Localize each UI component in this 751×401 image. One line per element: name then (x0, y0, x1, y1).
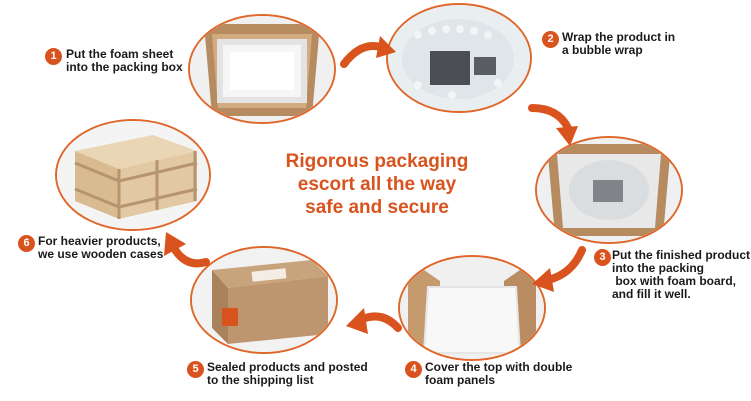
step-3-photo (535, 136, 683, 244)
step-6-caption: For heavier products, we use wooden case… (38, 234, 164, 261)
step-4-badge: 4 (405, 361, 422, 378)
step-1-caption: Put the foam sheet into the packing box (66, 47, 183, 74)
step-5-badge: 5 (187, 361, 204, 378)
step-2-badge: 2 (542, 31, 559, 48)
step-2-photo (386, 3, 532, 113)
box-with-wrapped-product-icon (537, 138, 681, 242)
step-2-caption: Wrap the product in a bubble wrap (562, 30, 676, 57)
wooden-case-icon (57, 121, 209, 229)
arrow-2-to-3-icon (528, 104, 578, 146)
step-4-photo (398, 255, 546, 361)
sealed-carton-icon (192, 248, 336, 352)
arrow-3-to-4-icon (532, 246, 586, 292)
step-6-photo (55, 119, 211, 231)
headline-line-3: safe and secure (305, 197, 449, 218)
arrow-1-to-2-icon (340, 36, 396, 68)
headline-line-2: escort all the way (297, 174, 457, 195)
arrow-5-to-6-icon (164, 232, 210, 268)
box-with-foam-sheet-icon (190, 16, 334, 122)
arrow-4-to-5-icon (346, 308, 402, 334)
step-4-caption: Cover the top with double foam panels (425, 360, 573, 387)
step-1-photo (188, 14, 336, 124)
step-1-badge: 1 (45, 48, 62, 65)
headline-line-1: Rigorous packaging (285, 151, 469, 172)
step-3-badge: 3 (594, 249, 611, 266)
box-covered-foam-panels-icon (400, 257, 544, 359)
step-3-caption: Put the finished product into the packin… (612, 248, 750, 301)
step-6-badge: 6 (18, 235, 35, 252)
headline: Rigorous packaging escort all the way sa… (262, 150, 492, 219)
step-5-caption: Sealed products and posted to the shippi… (207, 360, 368, 387)
product-in-bubble-wrap-icon (388, 5, 530, 111)
step-5-photo (190, 246, 338, 354)
